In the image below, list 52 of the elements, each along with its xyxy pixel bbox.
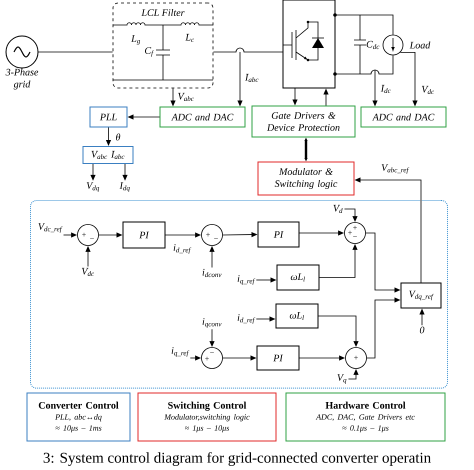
signal-label: i$_{q_ref}$ [172,347,190,357]
signal-label: i$_{qconv}$ [202,318,222,328]
signal-label: V$_{dc_ref}$ [38,223,62,233]
ac-source-symbol [6,36,38,68]
edge-label: i$_{d_ref}$ [172,243,192,255]
signal-label: V$_{dq}$ [86,182,100,192]
signal-label: 0 [420,326,424,334]
converter-drawing [282,0,337,88]
process-box: ADC and DAC [360,106,446,128]
edge-label: V$_{dc}$ [420,84,436,96]
controller-box: PI [258,222,300,248]
edge-label: θ [114,132,122,142]
process-box: Gate Drivers & Device Protection [252,106,356,138]
signal-label: i$_{dconv}$ [202,268,222,278]
signal-label: V$_{q}$ [337,374,346,384]
process-box: V$_{dq_ref}$ [400,282,442,308]
gain-box: ωL$_{l}$ [276,304,318,328]
current-source-symbol [382,34,404,56]
wire [335,55,394,74]
signal-label: i$_{d_ref}$ [238,314,256,324]
component-label: L$_{c}$ [185,34,194,42]
edge-label: I$_{dc}$ [380,84,392,94]
process-box: ADC and DAC [160,106,246,128]
process-box: Modulator & Switching logic [258,162,354,196]
control-region [30,200,448,389]
process-box: V$_{abc}$ I$_{abc}$ [82,146,134,164]
component-label: Load [410,41,430,49]
gain-box: ωL$_{l}$ [276,264,320,290]
component-label: L$_{g}$ [131,35,140,45]
edge-label: V$_{abc_ref}$ [380,163,410,175]
signal-label: V$_{dc}$ [82,268,94,276]
controller-box: PI [256,346,300,370]
component-label: 3-Phase grid [6,68,38,90]
edge-label: V$_{abc}$ [176,92,196,102]
wire [213,48,283,52]
summing-junction: + + − [344,222,366,244]
legend-box: Switching Control Modulator,switching logic ≈ 1μs – 10μs [138,392,276,442]
legend-box: Hardware Control ADC, DAC, Gate Drivers etc ≈ 0.1μs – 1μs [286,392,446,442]
summing-junction: + − [201,224,223,246]
wire [335,14,394,35]
signal-label: I$_{dq}$ [120,182,130,192]
legend-box: Converter Control PLL, abc↔dq ≈ 10μs – 1ms [26,392,130,442]
summing-junction: + − [77,224,99,246]
component-label: C$_{f}$ [145,47,154,57]
controller-box: PI [122,222,166,248]
summing-junction: + [345,347,367,369]
signal-label: i$_{q_ref}$ [238,275,256,285]
signal-label: V$_{d}$ [333,204,343,214]
process-box: PLL [90,106,128,128]
caption: 3: System control diagram for grid-connected converter operatin [44,452,431,466]
summing-junction: − + [201,347,223,369]
edge-label: I$_{abc}$ [244,72,260,84]
